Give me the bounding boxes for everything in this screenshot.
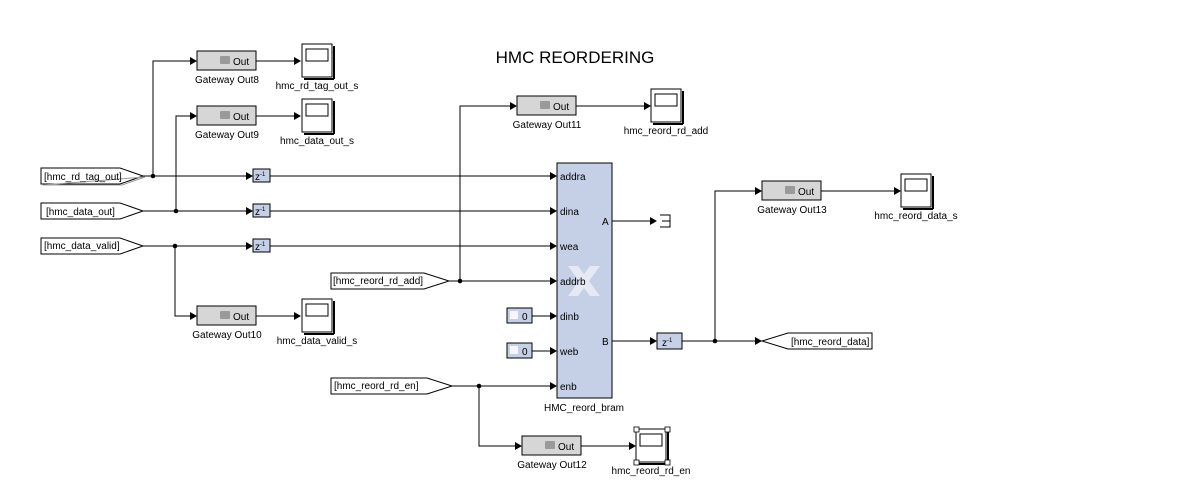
svg-text:z-1: z-1	[662, 338, 673, 349]
gateway-out-8[interactable]: Out	[196, 50, 257, 71]
gateway-label: Gateway Out8	[195, 75, 259, 86]
constant-block-dinb[interactable]: 0	[506, 307, 533, 324]
port-b: B	[602, 337, 609, 348]
svg-text:z-1: z-1	[255, 207, 266, 218]
from-tag-label: [hmc_data_valid]	[44, 241, 120, 252]
from-tag-label: [hmc_data_out]	[46, 207, 115, 218]
from-tag-hmc-reord-rd-en[interactable]: [hmc_reord_rd_en]	[330, 377, 454, 395]
terminator-block[interactable]	[660, 214, 671, 228]
bram-label: HMC_reord_bram	[544, 403, 624, 414]
scope-hmc-reord-rd-add[interactable]	[650, 88, 684, 125]
port-addrb: addrb	[560, 277, 586, 288]
svg-text:0: 0	[522, 347, 528, 358]
scope-hmc-data-valid-s[interactable]	[301, 298, 335, 335]
svg-text:Out: Out	[233, 312, 249, 323]
gateway-out-13[interactable]: Out	[761, 180, 822, 201]
scope-label: hmc_rd_tag_out_s	[276, 81, 359, 92]
goto-tag-label: [hmc_reord_data]	[791, 337, 870, 348]
delay-block-2[interactable]: z-1	[252, 203, 271, 218]
gateway-out-12[interactable]: Out	[521, 435, 582, 456]
scope-hmc-reord-data-s[interactable]	[900, 173, 934, 210]
port-wea: wea	[559, 242, 579, 253]
gateway-label: Gateway Out13	[757, 205, 827, 216]
from-tag-hmc-data-valid[interactable]: [hmc_data_valid]	[40, 237, 145, 255]
scope-label: hmc_reord_data_s	[874, 211, 957, 222]
scope-hmc-reord-rd-en[interactable]	[633, 426, 671, 466]
bram-block[interactable]: addra dina wea addrb dinb web enb A B	[556, 162, 613, 399]
scope-label: hmc_data_out_s	[280, 136, 354, 147]
gateway-out-10[interactable]: Out	[196, 305, 257, 326]
delay-block-3[interactable]: z-1	[252, 238, 271, 253]
selection-handles	[633, 426, 671, 466]
port-a: A	[602, 217, 609, 228]
from-tag-label: [hmc_reord_rd_add]	[333, 276, 423, 287]
delay-block-1[interactable]: z-1	[252, 168, 271, 183]
scope-hmc-rd-tag-out-s[interactable]	[301, 43, 335, 80]
constant-block-web[interactable]: 0	[506, 342, 533, 359]
from-tag-label: [hmc_rd_tag_out]	[44, 172, 122, 183]
port-dinb: dinb	[560, 312, 579, 323]
scope-label: hmc_data_valid_s	[277, 336, 358, 347]
xilinx-logo-icon	[568, 266, 600, 296]
from-tag-label: [hmc_reord_rd_en]	[334, 381, 419, 392]
scope-label: hmc_reord_rd_add	[624, 126, 709, 137]
gateway-label: Gateway Out10	[192, 330, 262, 341]
scope-label: hmc_reord_rd_en	[612, 466, 691, 477]
port-dina: dina	[560, 207, 579, 218]
svg-text:Out: Out	[558, 442, 574, 453]
svg-text:0: 0	[522, 312, 528, 323]
svg-text:z-1: z-1	[255, 242, 266, 253]
gateway-label: Gateway Out9	[195, 130, 259, 141]
svg-text:Out: Out	[233, 57, 249, 68]
gateway-out-11[interactable]: Out	[516, 95, 577, 116]
svg-text:Out: Out	[798, 187, 814, 198]
gateway-label: Gateway Out12	[517, 460, 587, 471]
gateway-label: Gateway Out11	[513, 120, 582, 131]
from-tag-hmc-data-out[interactable]: [hmc_data_out]	[40, 202, 145, 220]
port-web: web	[559, 347, 579, 358]
signal-wires	[143, 60, 896, 447]
gateway-out-9[interactable]: Out	[196, 105, 257, 126]
diagram-title: HMC REORDERING	[495, 48, 655, 67]
svg-text:z-1: z-1	[255, 172, 266, 183]
port-enb: enb	[560, 382, 577, 393]
svg-text:Out: Out	[233, 112, 249, 123]
port-addra: addra	[560, 172, 586, 183]
delay-block-4[interactable]: z-1	[656, 332, 683, 350]
svg-text:Out: Out	[553, 102, 569, 113]
from-tag-hmc-rd-tag-out[interactable]: [hmc_rd_tag_out]	[40, 167, 146, 186]
from-tag-hmc-reord-rd-add[interactable]: [hmc_reord_rd_add]	[330, 272, 451, 290]
wire-arrowheads	[190, 57, 901, 450]
scope-hmc-data-out-s[interactable]	[301, 98, 335, 135]
wire-junctions	[150, 173, 718, 389]
goto-tag-hmc-reord-data[interactable]: [hmc_reord_data]	[760, 332, 873, 350]
